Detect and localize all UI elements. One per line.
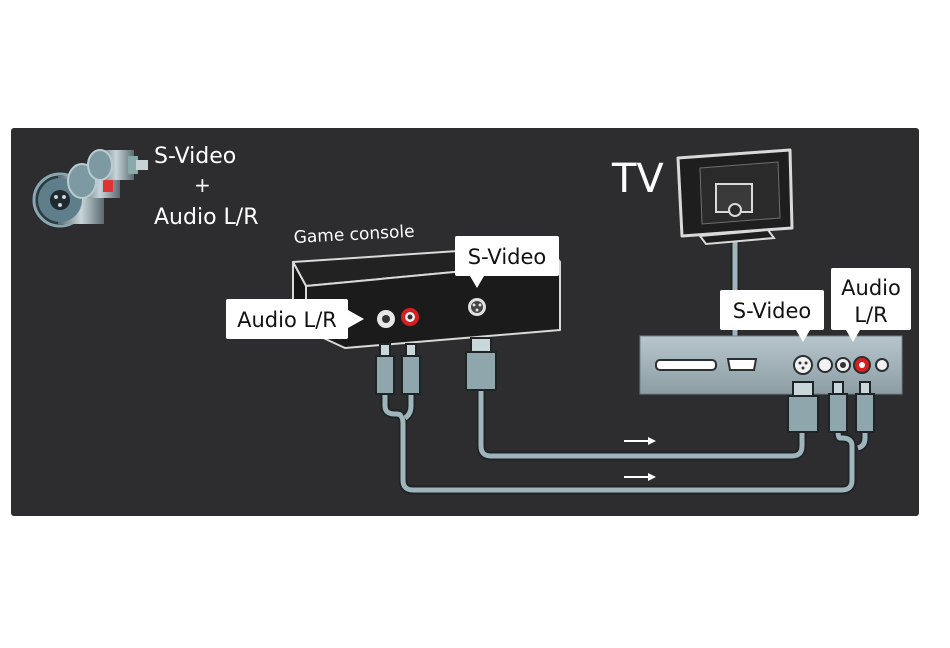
signal-direction-arrow-svideo bbox=[624, 437, 656, 445]
console-audio-label: Audio L/R bbox=[226, 299, 364, 339]
tv-svideo-plug bbox=[788, 382, 818, 432]
connector-title-line1: S-Video bbox=[154, 144, 236, 169]
device-name-label: Game console bbox=[293, 222, 415, 248]
signal-direction-arrow-audio bbox=[624, 473, 656, 481]
console-audio-plugs bbox=[376, 344, 420, 394]
tv-icon bbox=[678, 150, 792, 244]
svideo-audio-plugs-icon bbox=[34, 150, 148, 226]
connector-title-line2: + bbox=[194, 173, 211, 197]
connector-title-line3: Audio L/R bbox=[154, 205, 258, 230]
tv-svideo-text: S-Video bbox=[733, 299, 812, 323]
tv-audio-text-line2: L/R bbox=[854, 303, 887, 327]
console-svideo-plug bbox=[466, 338, 496, 390]
tv-audio-label: Audio L/R bbox=[831, 268, 911, 342]
tv-audio-text-line1: Audio bbox=[841, 276, 901, 300]
console-audio-text: Audio L/R bbox=[237, 308, 337, 332]
console-svideo-text: S-Video bbox=[468, 245, 547, 269]
tv-name-label: TV bbox=[611, 156, 664, 202]
